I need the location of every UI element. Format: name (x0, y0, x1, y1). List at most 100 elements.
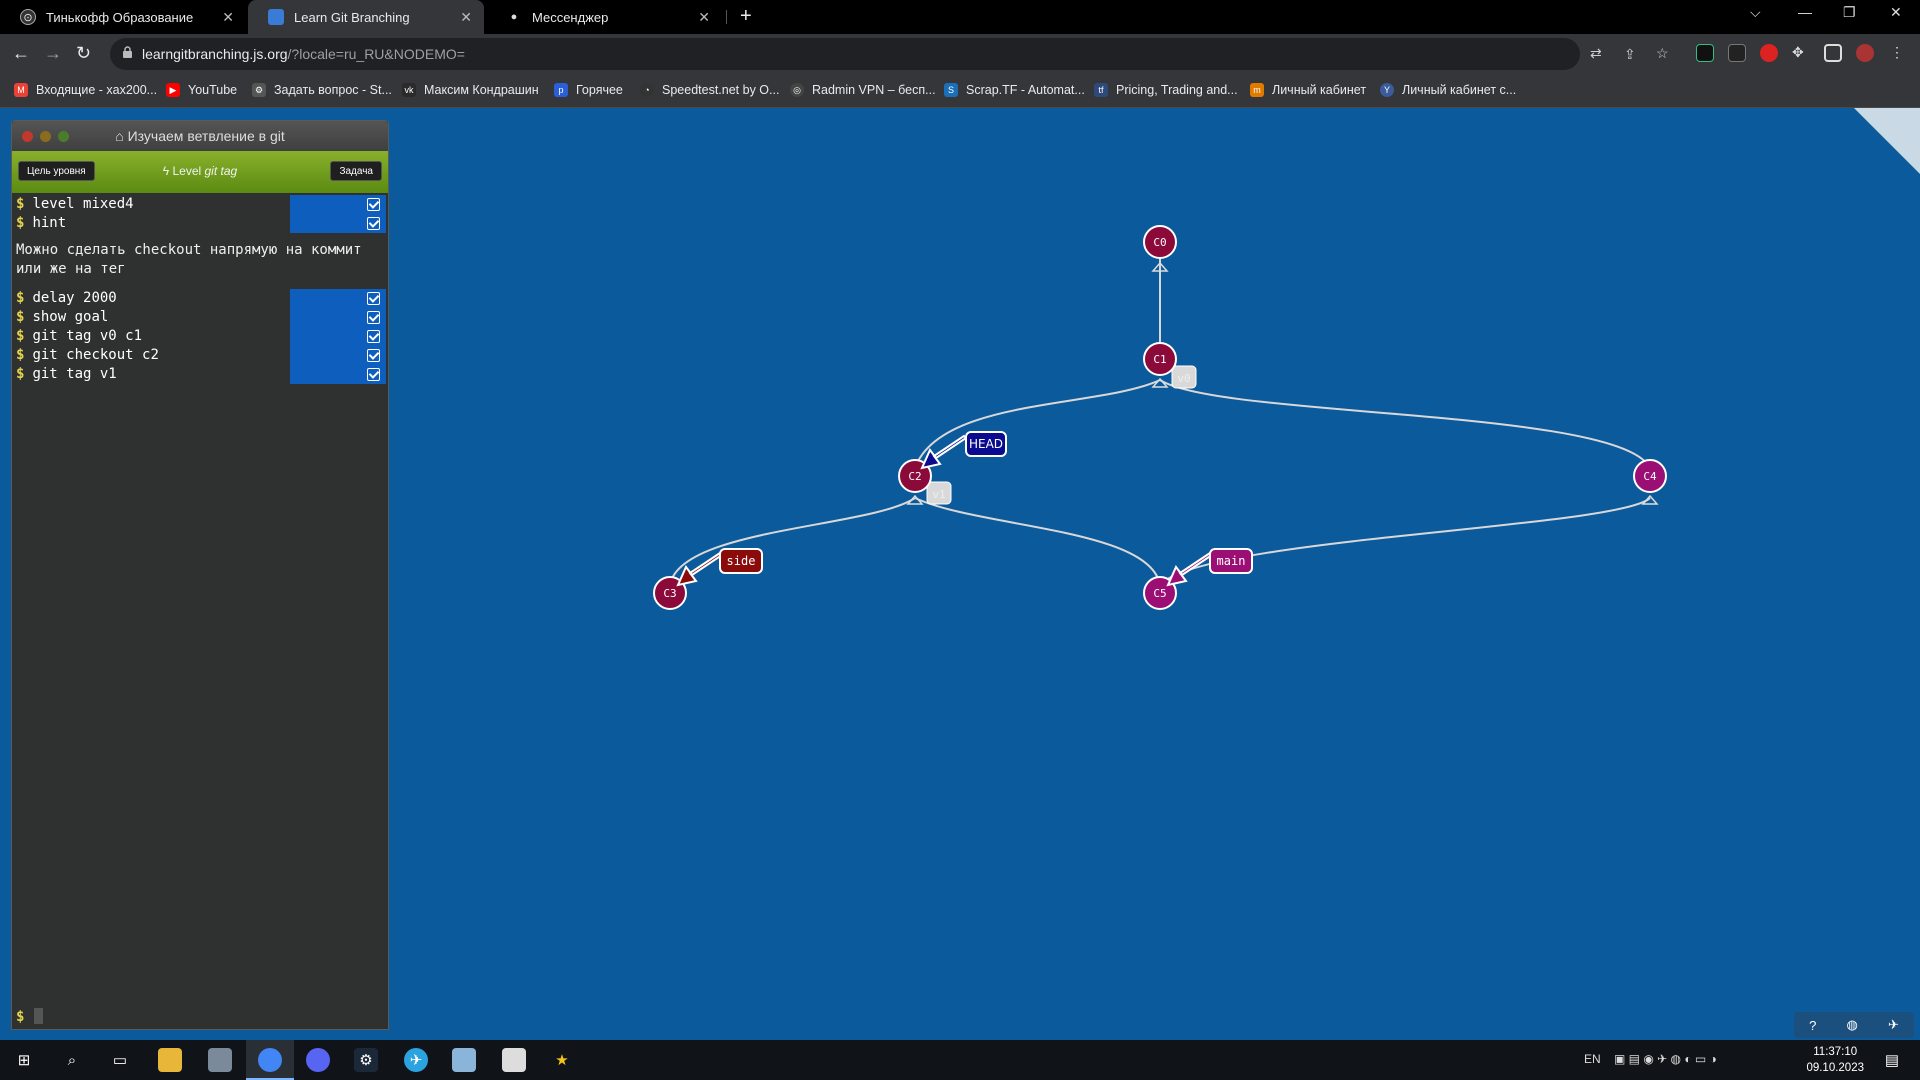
help-icon[interactable]: ? (1809, 1017, 1817, 1033)
edge-c3-c2 (669, 497, 916, 586)
branch-head[interactable]: HEAD (920, 431, 1007, 470)
windows-start-icon[interactable]: ⊞ (17, 1052, 31, 1069)
translate-icon[interactable]: ⇄ (1590, 45, 1602, 61)
arrowhead (906, 494, 924, 505)
bookmark-star-icon[interactable]: ☆ (1656, 45, 1669, 61)
extension-icon[interactable] (1696, 44, 1714, 62)
speedtest-icon: ◔ (640, 83, 654, 97)
tab-search-icon[interactable]: ⌵ (1750, 4, 1761, 20)
file-explorer-icon[interactable] (158, 1048, 182, 1072)
tab-learn-git[interactable]: Learn Git Branching ✕ (248, 0, 484, 34)
restore-icon[interactable]: ❐ (1843, 4, 1856, 20)
main-arrow (1166, 551, 1214, 587)
close-icon[interactable]: ✕ (460, 9, 472, 25)
commit-c0[interactable] (1143, 225, 1177, 259)
commit-c0-label: C0 (1153, 236, 1166, 249)
corner-ribbon[interactable] (1854, 108, 1920, 174)
extension-icon[interactable] (1728, 44, 1746, 62)
search-icon[interactable]: ⌕ (67, 1051, 77, 1069)
bookmark-item[interactable]: ◎Radmin VPN – бесп... (790, 83, 936, 97)
input-prompt: $ (16, 1009, 25, 1025)
main-label-box (1209, 548, 1253, 574)
bookmark-item[interactable]: ◔Speedtest.net by O... (640, 83, 779, 97)
command-status (290, 289, 386, 308)
address-bar[interactable]: learngitbranching.js.org/?locale=ru_RU&N… (110, 38, 1602, 70)
task-button[interactable]: Задача (330, 161, 382, 181)
command-history: $level mixed4 $hint Можно сделать checko… (12, 193, 388, 384)
forward-icon[interactable]: → (44, 43, 62, 63)
minimize-icon[interactable]: — (1798, 4, 1812, 20)
close-icon[interactable]: ✕ (698, 9, 710, 25)
twitter-icon[interactable]: ✈ (1888, 1017, 1899, 1032)
back-icon[interactable]: ← (12, 43, 30, 63)
close-icon[interactable]: ✕ (222, 9, 234, 25)
tab-messenger[interactable]: ● Мессенджер ✕ (486, 0, 722, 34)
branch-side[interactable]: side (676, 548, 763, 587)
extension-icon[interactable] (1760, 44, 1778, 62)
bookmark-label: Pricing, Trading and... (1116, 83, 1238, 97)
bookmark-label: YouTube (188, 83, 238, 97)
minimize-dot-icon[interactable] (40, 131, 51, 142)
commit-c4[interactable] (1633, 459, 1667, 493)
edge-arrowheads (906, 261, 1659, 505)
menu-icon[interactable]: ⋮ (1890, 44, 1904, 60)
url-host: learngitbranching.js.org (142, 46, 288, 62)
bookmark-item[interactable]: ⚙Задать вопрос - St... (252, 83, 392, 97)
command-text: show goal (32, 309, 109, 325)
lightning-icon: ϟ (162, 164, 173, 178)
checkbox-icon (367, 330, 380, 343)
tag-v1[interactable] (926, 481, 952, 505)
hint-text: Можно сделать checkout напрямую на комми… (16, 242, 362, 277)
tray-icons[interactable]: ▣ ▤ ◉ ✈ ◍ ◐ ▭ ◑ (1614, 1052, 1717, 1066)
checkbox-icon (367, 349, 380, 362)
command-text: level mixed4 (32, 196, 134, 212)
globe-icon[interactable]: ◍ (1846, 1017, 1858, 1032)
command-input[interactable] (34, 1008, 43, 1024)
commit-c4-label: C4 (1643, 470, 1657, 483)
sidepanel-icon[interactable] (1824, 44, 1842, 62)
share-icon[interactable]: ⇪ (1624, 46, 1636, 62)
goal-button[interactable]: Цель уровня (18, 161, 95, 181)
terminal-title: Изучаем ветвление в git (127, 128, 285, 144)
tag-v1-label: v1 (932, 488, 945, 501)
head-label-box (965, 431, 1007, 457)
tab-divider (726, 10, 727, 24)
star-app-icon[interactable]: ★ (555, 1052, 569, 1069)
branch-main[interactable]: main (1166, 548, 1253, 587)
prompt-symbol: $ (16, 290, 25, 306)
puzzle-icon[interactable]: ✥ (1792, 44, 1804, 60)
close-dot-icon[interactable] (22, 131, 33, 142)
prompt-symbol: $ (16, 215, 25, 231)
clock[interactable]: 11:37:10 09.10.2023 (1806, 1044, 1864, 1076)
app-icon[interactable] (208, 1048, 232, 1072)
bookmark-item[interactable]: ▶YouTube (166, 83, 237, 97)
main-label: main (1217, 554, 1246, 568)
notifications-icon[interactable]: ▤ (1884, 1052, 1900, 1069)
bookmark-label: Radmin VPN – бесп... (812, 83, 936, 97)
chrome-icon[interactable] (258, 1048, 282, 1072)
language-indicator[interactable]: EN (1584, 1052, 1601, 1066)
avatar[interactable] (1856, 44, 1874, 62)
help-toolbar: ? ◍ ✈ (1794, 1012, 1914, 1038)
reload-icon[interactable]: ↻ (76, 43, 92, 63)
discord-icon[interactable] (306, 1048, 330, 1072)
maximize-dot-icon[interactable] (58, 131, 69, 142)
close-window-icon[interactable]: ✕ (1890, 4, 1902, 20)
calculator-icon[interactable] (502, 1048, 526, 1072)
notepad-icon[interactable] (452, 1048, 476, 1072)
command-status (290, 327, 386, 346)
tab-tinkoff[interactable]: ⊙ Тинькофф Образование ✕ (0, 0, 246, 34)
steam-icon[interactable]: ⚙ (354, 1048, 378, 1072)
task-view-icon[interactable]: ▭ (112, 1052, 128, 1069)
telegram-icon[interactable]: ✈ (404, 1048, 428, 1072)
new-tab-icon[interactable]: + (740, 5, 752, 27)
commit-c1[interactable] (1143, 342, 1177, 376)
tag-v0[interactable] (1171, 365, 1197, 389)
